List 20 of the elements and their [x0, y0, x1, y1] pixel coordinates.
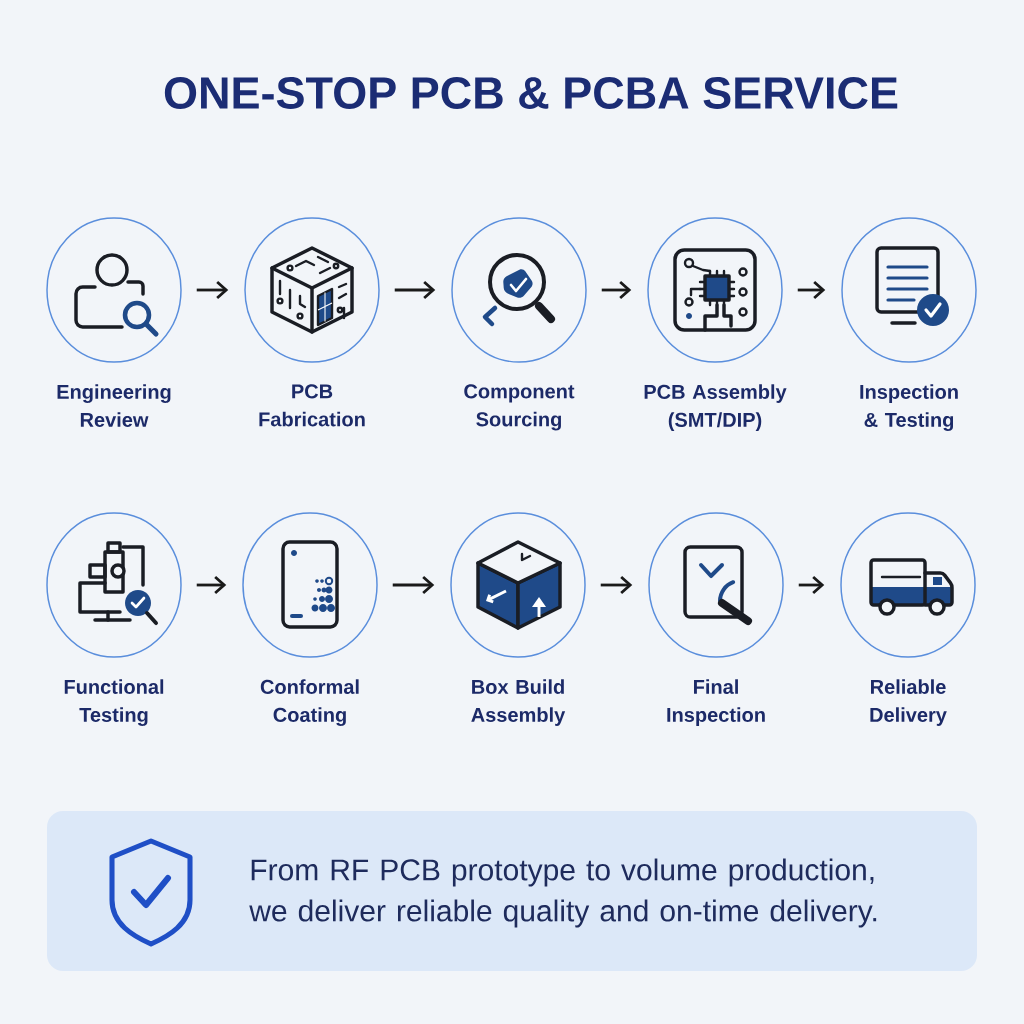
arrow — [798, 575, 825, 595]
step-label: Reliable Delivery — [870, 679, 947, 726]
arrow — [797, 280, 826, 300]
step-label: Engineering Review — [57, 384, 171, 427]
arrow — [394, 280, 436, 300]
arrow — [600, 575, 633, 595]
arrow — [601, 280, 632, 300]
step-label: Box Build Assembly — [471, 679, 566, 726]
arrow — [196, 280, 229, 300]
step-label: PCB Assembly (SMT/DIP) — [644, 384, 787, 431]
step-label: Final Inspection — [667, 679, 765, 726]
arrow — [196, 575, 227, 595]
step-label: Component Sourcing — [464, 384, 575, 431]
title: ONE-STOP PCB & PCBA SERVICE — [164, 77, 898, 109]
info-banner: From RF PCB prototype to volume production, we deliver reliable quality and on-time delivery. — [47, 811, 977, 971]
step-label: Functional Testing — [64, 679, 164, 726]
step-label: Inspection & Testing — [860, 384, 958, 431]
arrow — [392, 575, 435, 595]
step-label: Conformal Coating — [260, 679, 359, 726]
step-label: PCB Fabrication — [259, 384, 365, 427]
